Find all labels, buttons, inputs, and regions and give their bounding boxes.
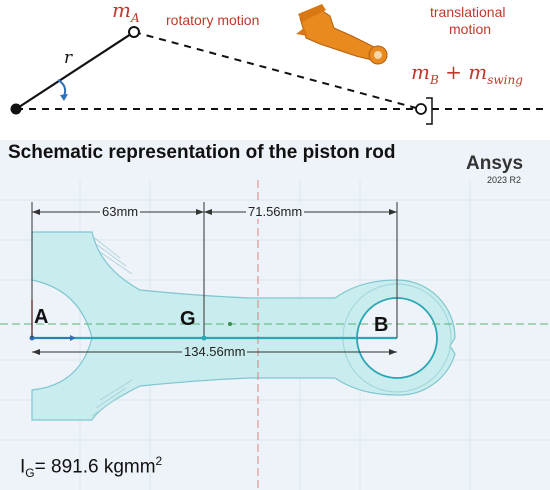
point-b-label: B [374, 314, 389, 336]
translational-label-line2: motion [449, 21, 492, 37]
point-a-label: A [34, 306, 49, 328]
mass-b-swing-label: mB + mswing [411, 60, 523, 87]
dimension-71-56mm: 71.56mm [246, 204, 305, 219]
dimension-134-56mm: 134.56mm [182, 344, 248, 359]
rotation-arrow-icon [57, 79, 67, 97]
inertia-exponent: 2 [155, 454, 163, 468]
big-end-hatch [91, 235, 133, 417]
schematic-panel: Schematic representation of the piston r… [0, 140, 550, 490]
ansys-logo: Ansys [466, 153, 524, 174]
schematic-title: Schematic representation of the piston r… [8, 142, 396, 163]
center-of-gravity-point [201, 335, 207, 341]
inertia-symbol: I [20, 456, 26, 478]
mass-swing-subscript: swing [487, 73, 523, 87]
mass-b-subscript: B [429, 73, 439, 87]
piston-bracket [426, 97, 433, 125]
mass-a-symbol: m [112, 0, 131, 22]
radius-label: r [64, 48, 73, 68]
crank-pivot-point [10, 103, 22, 115]
piston-rod-schematic [0, 180, 550, 490]
rotatory-motion-label: rotatory motion [166, 12, 260, 28]
ansys-version: 2023 R2 [487, 175, 522, 185]
connecting-rod-line [133, 31, 421, 110]
inertia-value: = 891.6 kgmm [34, 456, 156, 478]
mass-a-point [128, 26, 140, 38]
piston-rod-body [31, 231, 456, 421]
dimension-63mm: 63mm [100, 204, 141, 219]
piston-point [415, 103, 427, 115]
mass-plus-swing: + m [438, 60, 488, 84]
crank-arm [15, 31, 135, 110]
mass-a-label: mA [112, 0, 140, 25]
translational-label-line1: translational [430, 4, 506, 20]
mass-b-symbol: m [411, 60, 430, 84]
mass-a-subscript: A [130, 11, 140, 25]
piston-rod-3d-icon [296, 4, 388, 65]
point-g-label: G [180, 308, 196, 330]
moment-of-inertia-label: IG= 891.6 kgmm2 [20, 454, 162, 480]
inertia-subscript: G [25, 466, 35, 481]
crank-mechanism-diagram [10, 4, 548, 125]
